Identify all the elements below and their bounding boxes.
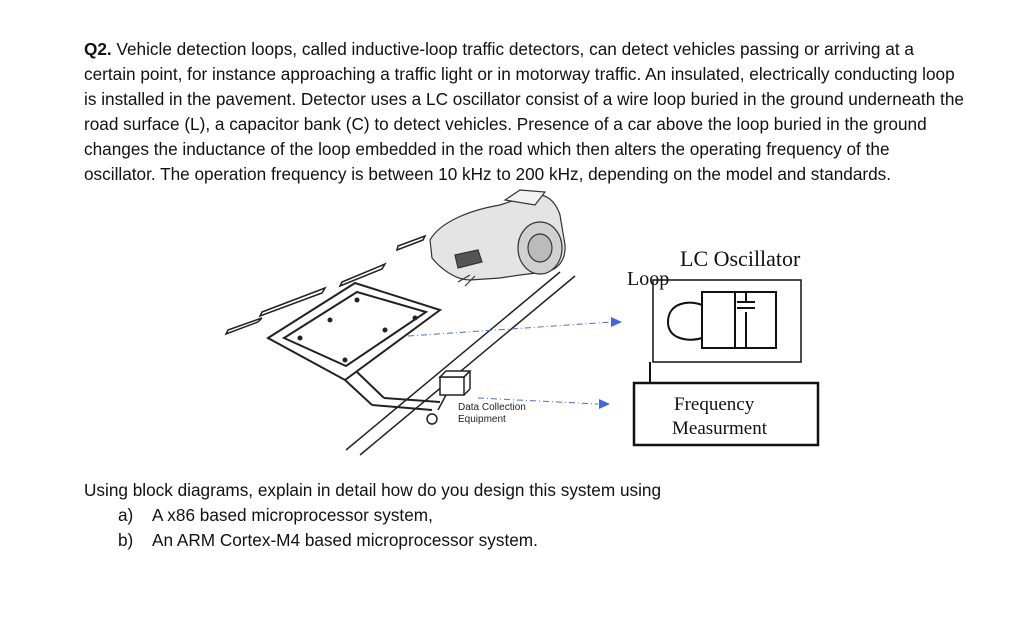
task-item-text: A x86 based microprocessor system, bbox=[152, 505, 433, 525]
question-number: Q2. bbox=[84, 39, 112, 59]
pavement-loop bbox=[266, 281, 443, 411]
data-collection-equipment bbox=[426, 370, 472, 425]
frequency-measurement-box bbox=[632, 381, 820, 447]
loop-bolts bbox=[297, 297, 418, 363]
task-prompt: Using block diagrams, explain in detail … bbox=[84, 480, 662, 500]
road-lane-markings bbox=[224, 234, 576, 456]
data-collection-label-line1: Data Collection bbox=[458, 402, 526, 413]
lc-oscillator-box bbox=[652, 279, 802, 363]
task-item-marker: b) bbox=[118, 530, 134, 550]
lc-circuit-schematic bbox=[649, 291, 777, 382]
task-item-text: An ARM Cortex-M4 based microprocessor sy… bbox=[152, 530, 538, 550]
dashed-arrows bbox=[407, 317, 622, 409]
task-item-marker: a) bbox=[118, 505, 134, 525]
question-paragraph: Q2. Vehicle detection loops, called indu… bbox=[84, 37, 964, 187]
data-collection-label-line2: Equipment bbox=[458, 414, 506, 425]
car-sketch bbox=[429, 189, 566, 287]
task-item-b: b) An ARM Cortex-M4 based microprocessor … bbox=[118, 528, 538, 553]
frequency-label-line1: Frequency bbox=[674, 394, 755, 415]
task-item-a: a) A x86 based microprocessor system, bbox=[118, 503, 538, 528]
frequency-label-line2: Measurment bbox=[672, 418, 768, 439]
question-text: Vehicle detection loops, called inductiv… bbox=[84, 39, 964, 184]
task-list: a) A x86 based microprocessor system, b) A… bbox=[118, 503, 538, 553]
lc-oscillator-label: LC Oscillator bbox=[680, 246, 801, 271]
loop-label: Loop bbox=[627, 268, 669, 290]
